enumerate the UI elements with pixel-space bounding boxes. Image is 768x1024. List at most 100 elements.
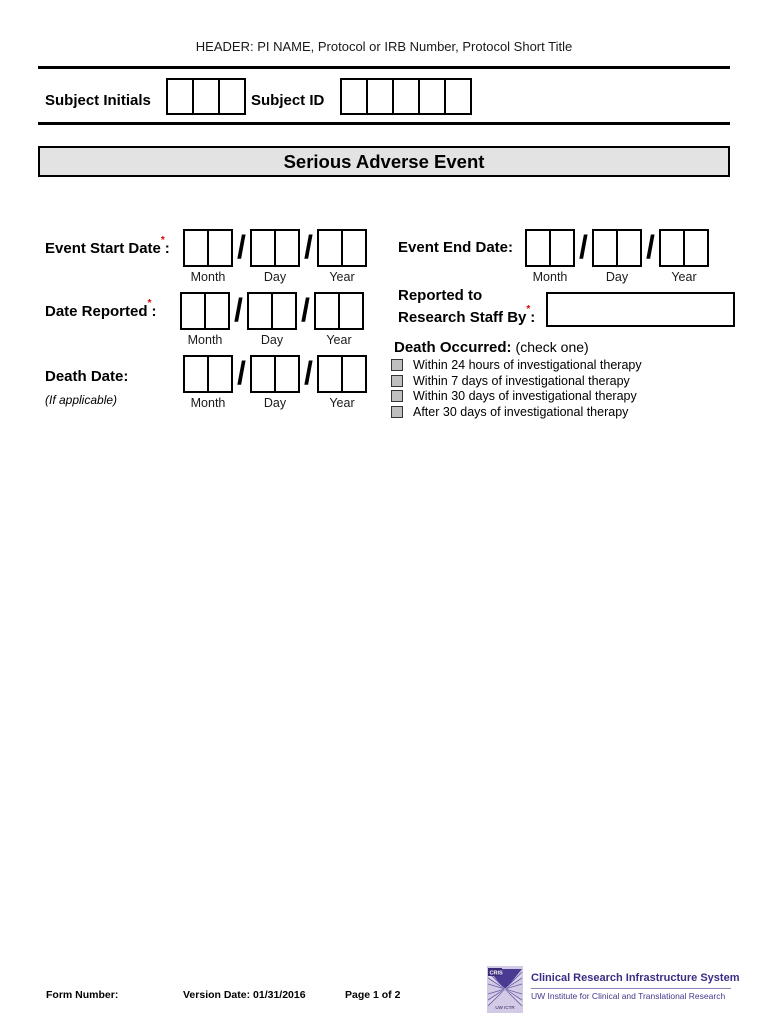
date-slash: /	[234, 292, 243, 328]
char-cell[interactable]	[343, 357, 365, 391]
year-box[interactable]	[317, 355, 367, 393]
char-cell[interactable]	[342, 80, 368, 113]
char-cell[interactable]	[420, 80, 446, 113]
page-number-label: Page 1 of 2	[345, 989, 401, 1001]
char-cell[interactable]	[206, 294, 228, 328]
month-label: Month	[532, 270, 568, 284]
date-reported-label: Date Reported*:	[45, 298, 157, 320]
subject-id-label: Subject ID	[251, 92, 325, 109]
death-occurred-option: After 30 days of investigational therapy	[391, 405, 642, 421]
date-slash: /	[304, 229, 313, 265]
cris-logo: CRIS UW ICTR Clinical Research Infrastru…	[487, 966, 739, 1013]
logo-divider	[531, 988, 731, 989]
char-cell[interactable]	[551, 231, 573, 265]
uw-ictr-acronym: UW ICTR	[495, 1005, 515, 1010]
char-cell[interactable]	[618, 231, 640, 265]
month-label: Month	[190, 396, 226, 410]
cris-logo-text: Clinical Research Infrastructure System …	[531, 972, 739, 1013]
checkbox-label: Within 30 days of investigational therap…	[413, 389, 637, 403]
char-cell[interactable]	[220, 80, 244, 113]
required-asterisk: *	[526, 304, 531, 315]
subject-initials-field[interactable]	[166, 78, 246, 115]
death-occurred-option: Within 24 hours of investigational thera…	[391, 358, 642, 374]
page-header-note: HEADER: PI NAME, Protocol or IRB Number,…	[195, 39, 573, 54]
year-box[interactable]	[659, 229, 709, 267]
char-cell[interactable]	[446, 80, 470, 113]
date-slash: /	[304, 355, 313, 391]
death-date-label: Death Date:	[45, 368, 129, 385]
checkbox[interactable]	[391, 374, 403, 387]
year-label: Year	[329, 270, 355, 284]
day-box[interactable]	[247, 292, 297, 330]
day-label: Day	[605, 270, 629, 284]
checkbox[interactable]	[391, 359, 403, 371]
death-occurred-options: Within 24 hours of investigational thera…	[391, 358, 642, 420]
char-cell[interactable]	[319, 357, 343, 391]
checkbox[interactable]	[391, 405, 403, 418]
month-box[interactable]	[180, 292, 230, 330]
year-box[interactable]	[314, 292, 364, 330]
day-label: Day	[263, 396, 287, 410]
date-slash: /	[237, 355, 246, 391]
char-cell[interactable]	[394, 80, 420, 113]
section-title: Serious Adverse Event	[283, 150, 485, 172]
death-occurred-option: Within 7 days of investigational therapy	[391, 374, 642, 390]
char-cell[interactable]	[182, 294, 206, 328]
checkbox-label: After 30 days of investigational therapy	[413, 404, 629, 419]
day-label: Day	[263, 270, 287, 284]
char-cell[interactable]	[343, 231, 365, 265]
char-cell[interactable]	[168, 80, 194, 113]
checkbox[interactable]	[391, 390, 403, 402]
cris-acronym: CRIS	[490, 971, 503, 977]
month-box[interactable]	[525, 229, 575, 267]
char-cell[interactable]	[194, 80, 220, 113]
char-cell[interactable]	[185, 357, 209, 391]
char-cell[interactable]	[685, 231, 707, 265]
char-cell[interactable]	[273, 294, 295, 328]
char-cell[interactable]	[249, 294, 273, 328]
date-slash: /	[579, 229, 588, 265]
char-cell[interactable]	[209, 357, 231, 391]
date-slash: /	[237, 229, 246, 265]
month-box[interactable]	[183, 355, 233, 393]
char-cell[interactable]	[319, 231, 343, 265]
char-cell[interactable]	[252, 357, 276, 391]
day-box[interactable]	[592, 229, 642, 267]
char-cell[interactable]	[252, 231, 276, 265]
date-reported-field: Month / Day / Year	[180, 292, 364, 347]
char-cell[interactable]	[209, 231, 231, 265]
char-cell[interactable]	[276, 231, 298, 265]
day-box[interactable]	[250, 355, 300, 393]
version-date-label: Version Date: 01/31/2016	[183, 989, 306, 1001]
day-box[interactable]	[250, 229, 300, 267]
checkbox-label: Within 7 days of investigational therapy	[413, 373, 630, 388]
reported-to-input[interactable]	[546, 292, 735, 327]
checkbox-label: Within 24 hours of investigational thera…	[413, 358, 642, 372]
death-occurred-option: Within 30 days of investigational therap…	[391, 389, 642, 405]
char-cell[interactable]	[340, 294, 362, 328]
form-number-label: Form Number:	[46, 989, 119, 1001]
death-date-note: (If applicable)	[45, 393, 118, 407]
char-cell[interactable]	[527, 231, 551, 265]
death-date-field: Month / Day / Year	[183, 355, 367, 410]
horizontal-rule	[38, 122, 730, 125]
reported-to-label: Reported to Research Staff By*:	[398, 287, 536, 326]
char-cell[interactable]	[368, 80, 394, 113]
day-label: Day	[260, 333, 284, 347]
date-slash: /	[646, 229, 655, 265]
event-end-date-label: Event End Date:	[398, 239, 514, 256]
char-cell[interactable]	[316, 294, 340, 328]
subject-id-field[interactable]	[340, 78, 472, 115]
char-cell[interactable]	[594, 231, 618, 265]
required-asterisk: *	[147, 298, 152, 309]
year-box[interactable]	[317, 229, 367, 267]
char-cell[interactable]	[185, 231, 209, 265]
year-label: Year	[326, 333, 352, 347]
month-box[interactable]	[183, 229, 233, 267]
month-label: Month	[190, 270, 226, 284]
char-cell[interactable]	[661, 231, 685, 265]
char-cell[interactable]	[276, 357, 298, 391]
death-occurred-label: Death Occurred:(check one)	[394, 339, 589, 356]
event-end-date-field: Month / Day / Year	[525, 229, 709, 284]
